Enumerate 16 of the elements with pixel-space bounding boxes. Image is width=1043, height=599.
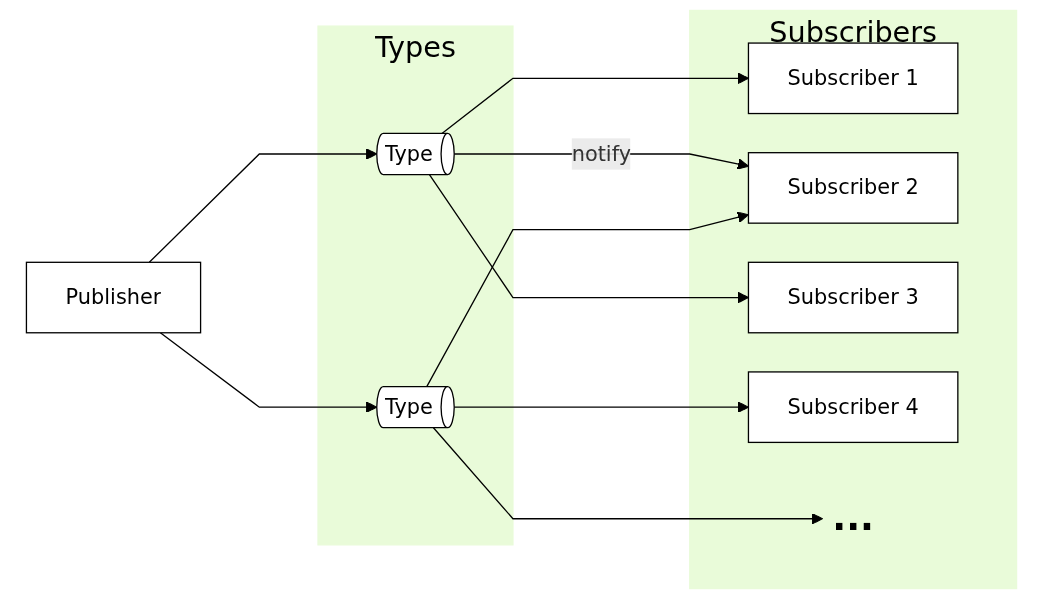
node-box: Subscriber 4 [747,371,959,444]
node-box: Subscriber 3 [747,261,959,334]
edge-label: notify [571,140,631,166]
arrow [159,332,378,413]
arrow [453,401,749,413]
node-box: Publisher [25,261,202,334]
node-text: Type [384,394,433,419]
arrow [426,211,749,388]
arrow [148,148,378,263]
node-box: Subscriber 1 [747,42,959,115]
arrow [428,173,749,304]
node-box: Subscriber 2 [747,152,959,224]
node-text: ... [832,496,874,540]
arrow [432,427,824,525]
node-text: Type [384,140,433,166]
arrow [441,72,749,135]
